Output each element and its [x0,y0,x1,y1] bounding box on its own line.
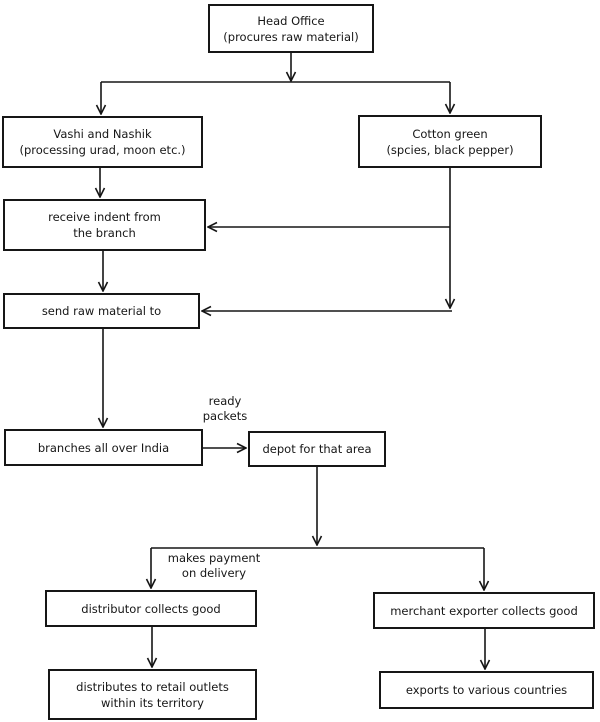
edge-label-makes-payment: makes payment on delivery [167,551,261,580]
node-depot: depot for that area [248,431,386,467]
node-head-office: Head Office (procures raw material) [208,4,374,53]
node-receive-indent: receive indent from the branch [3,199,206,251]
node-distributor: distributor collects good [45,590,257,627]
edge-label-ready-packets: ready packets [202,394,248,423]
node-merchant-exporter: merchant exporter collects good [373,592,595,629]
node-send-raw-material: send raw material to [3,293,200,329]
node-cotton-green: Cotton green (spcies, black pepper) [358,115,542,168]
node-vashi-nashik: Vashi and Nashik (processing urad, moon … [2,116,203,168]
node-retail-outlets: distributes to retail outlets within its… [48,669,257,720]
node-exports: exports to various countries [379,671,594,709]
node-branches-india: branches all over India [4,429,203,466]
